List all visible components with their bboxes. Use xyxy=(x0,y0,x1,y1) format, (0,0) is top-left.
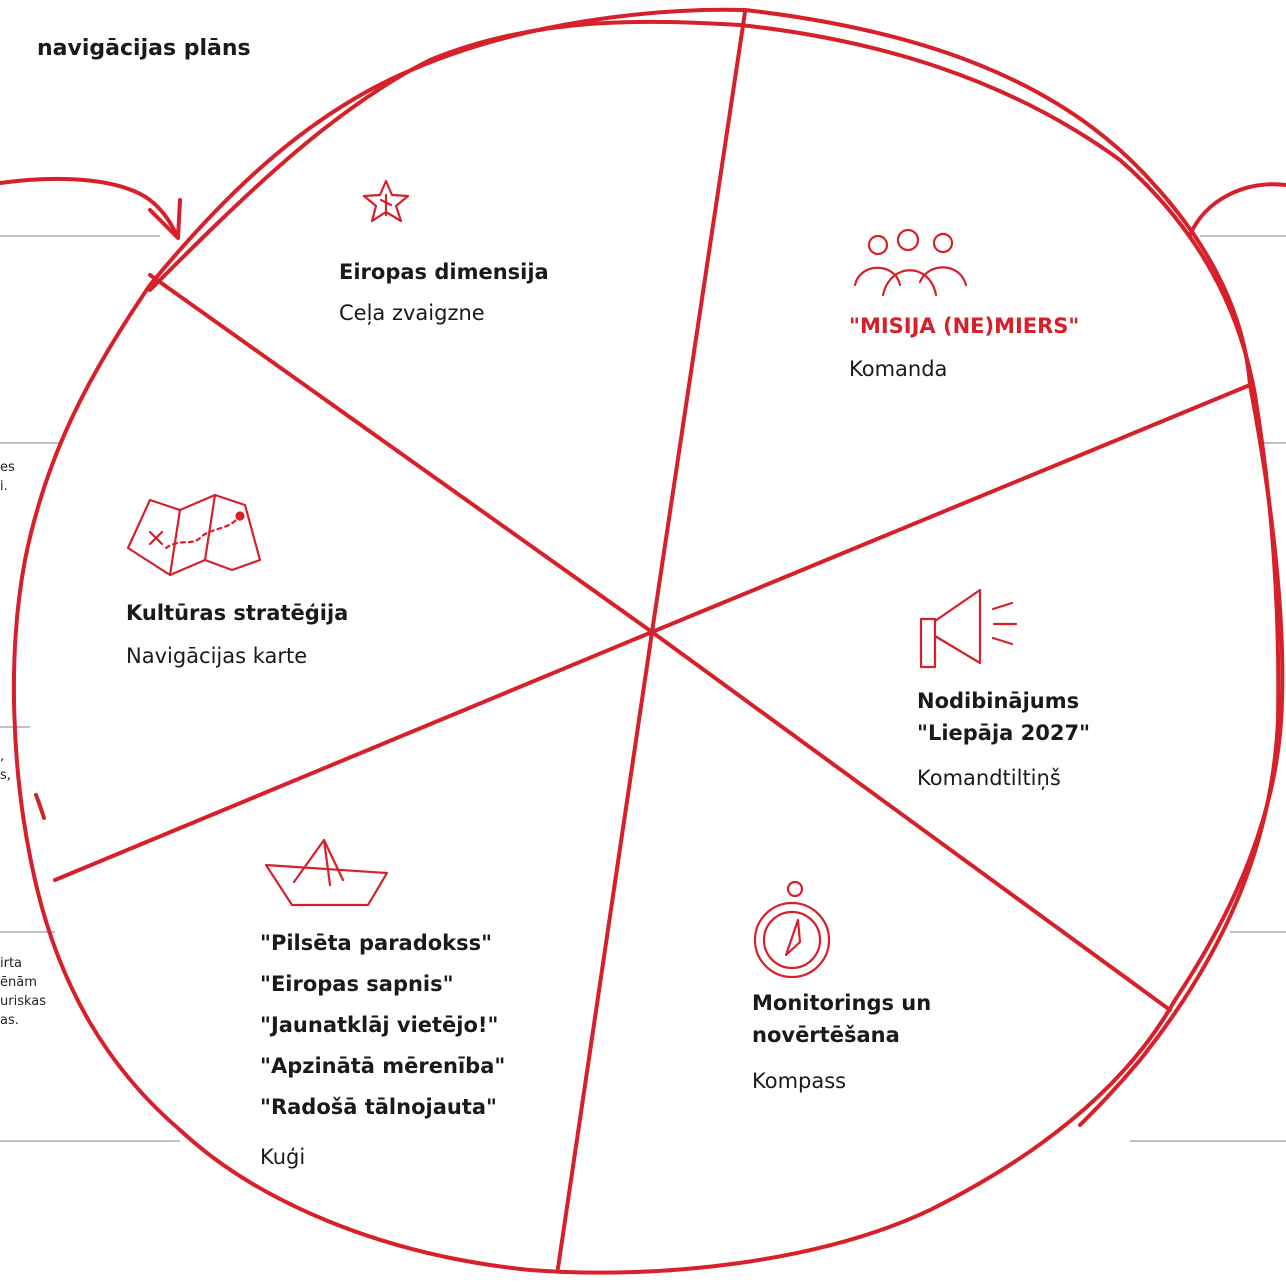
segment-team-subtitle: Komanda xyxy=(849,357,948,381)
segment-europe-subtitle: Ceļa zvaigzne xyxy=(339,301,485,325)
fragment-line: ēnām xyxy=(0,975,37,990)
spoke-bottom xyxy=(556,630,654,1270)
fragment-line: es xyxy=(0,460,15,475)
segment-europe-title: Eiropas dimensija xyxy=(339,260,549,284)
people-icon xyxy=(853,228,968,297)
ship-item: "Radošā tālnojauta" xyxy=(260,1095,497,1119)
ship-item: "Pilsēta paradokss" xyxy=(260,931,493,955)
fragment-line: uriskas xyxy=(0,994,47,1009)
ship-item: "Eiropas sapnis" xyxy=(260,972,454,996)
wheel-outline-second-stroke xyxy=(148,19,1281,1127)
segment-foundation: Nodibinājums "Liepāja 2027" Komandtiltiņ… xyxy=(917,685,1090,793)
segment-team: "MISIJA (NE)MIERS" Komanda xyxy=(849,310,1079,384)
segment-monitoring-title-line2: novērtēšana xyxy=(752,1023,900,1047)
ship-item: "Jaunatklāj vietējo!" xyxy=(260,1013,499,1037)
segment-foundation-title-line2: "Liepāja 2027" xyxy=(917,721,1091,745)
ship-item: "Apzinātā mērenība" xyxy=(260,1054,506,1078)
segment-monitoring-title-line1: Monitorings un xyxy=(752,991,932,1015)
paper-boat-icon xyxy=(264,838,389,907)
segment-ships: "Pilsēta paradokss" "Eiropas sapnis" "Ja… xyxy=(260,927,505,1172)
compass-icon xyxy=(753,880,831,979)
fragment-line: irta xyxy=(0,956,23,971)
spoke-lower-right xyxy=(650,630,1172,1012)
segment-strategy-title: Kultūras stratēģija xyxy=(126,601,349,625)
page-title: navigācijas plāns xyxy=(37,36,251,61)
wheel-outline xyxy=(11,7,1285,1275)
fragment-line: , xyxy=(0,749,5,764)
fragment-line: i. xyxy=(0,479,8,494)
spoke-upper-left xyxy=(148,273,654,634)
spoke-top xyxy=(650,10,747,634)
left-arrow-stub xyxy=(34,793,46,820)
segment-strategy-subtitle: Navigācijas karte xyxy=(126,644,308,668)
segment-ships-subtitle: Kuģi xyxy=(260,1145,306,1169)
left-text-fragment-3: irta ēnām uriskas as. xyxy=(0,954,46,1030)
left-text-fragment-1: es i. xyxy=(0,458,15,496)
wheel-right-double-line xyxy=(1188,182,1286,237)
segment-team-title: "MISIJA (NE)MIERS" xyxy=(849,314,1080,338)
megaphone-icon xyxy=(919,588,1018,669)
fragment-line: as. xyxy=(0,1013,19,1028)
segment-strategy: Kultūras stratēģija Navigācijas karte xyxy=(126,597,348,671)
star-icon xyxy=(362,179,410,223)
segment-monitoring: Monitorings un novērtēšana Kompass xyxy=(752,987,931,1096)
incoming-arrow xyxy=(0,176,180,240)
spoke-upper-right xyxy=(650,383,1252,634)
spoke-lower-left xyxy=(53,630,654,882)
arrow-head xyxy=(148,198,182,240)
segment-europe: Eiropas dimensija Ceļa zvaigzne xyxy=(339,256,549,328)
fragment-line: s, xyxy=(0,768,11,783)
segment-foundation-subtitle: Komandtiltiņš xyxy=(917,766,1061,790)
map-icon xyxy=(126,493,262,577)
segment-foundation-title-line1: Nodibinājums xyxy=(917,689,1080,713)
segment-monitoring-subtitle: Kompass xyxy=(752,1069,847,1093)
left-text-fragment-2: , s, xyxy=(0,747,11,785)
